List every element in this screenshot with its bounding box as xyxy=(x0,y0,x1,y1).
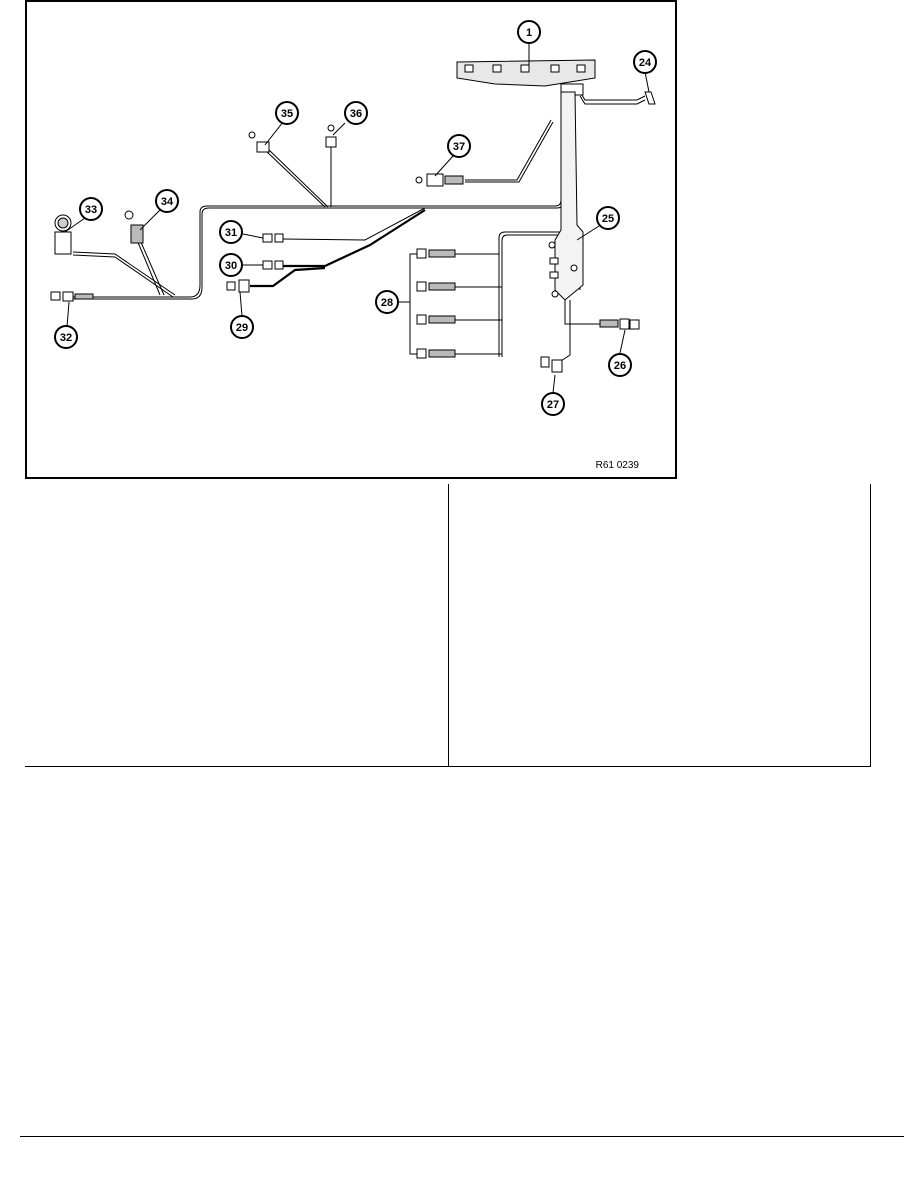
svg-text:36: 36 xyxy=(350,108,362,120)
svg-text:1: 1 xyxy=(526,27,532,39)
cable-duct xyxy=(456,59,596,96)
wiring-harness-diagram: 1 24 25 26 27 28 29 30 31 32 33 34 35 36… xyxy=(25,0,677,479)
callout-30: 30 xyxy=(219,253,243,277)
callout-29: 29 xyxy=(230,315,254,339)
vertical-duct xyxy=(548,91,584,301)
svg-text:28: 28 xyxy=(381,297,393,309)
connectors xyxy=(50,91,656,373)
svg-text:37: 37 xyxy=(453,141,465,153)
svg-text:24: 24 xyxy=(639,57,652,69)
callout-36: 36 xyxy=(344,101,368,125)
table-right-border xyxy=(870,484,871,766)
leader-lines xyxy=(64,43,650,394)
callout-1: 1 xyxy=(517,20,541,44)
svg-text:33: 33 xyxy=(85,204,97,216)
callout-33: 33 xyxy=(79,197,103,221)
svg-text:29: 29 xyxy=(236,322,248,334)
callout-26: 26 xyxy=(608,353,632,377)
callout-25: 25 xyxy=(596,206,620,230)
table-column-divider xyxy=(448,484,449,766)
svg-text:35: 35 xyxy=(281,108,293,120)
callout-37: 37 xyxy=(447,134,471,158)
callout-24: 24 xyxy=(633,50,657,74)
callout-27: 27 xyxy=(541,392,565,416)
callout-31: 31 xyxy=(219,220,243,244)
svg-text:25: 25 xyxy=(602,213,614,225)
callout-32: 32 xyxy=(54,325,78,349)
svg-text:34: 34 xyxy=(161,196,174,208)
svg-text:31: 31 xyxy=(225,227,237,239)
callout-28: 28 xyxy=(375,290,399,314)
svg-text:30: 30 xyxy=(225,260,237,272)
group-bracket-28 xyxy=(409,253,417,355)
figure-reference-code: R61 0239 xyxy=(596,460,640,471)
footer-rule xyxy=(20,1136,904,1137)
svg-text:32: 32 xyxy=(60,332,72,344)
harness-wires xyxy=(65,90,646,366)
figure-frame xyxy=(25,0,677,479)
callout-34: 34 xyxy=(155,189,179,213)
table-bottom-rule xyxy=(25,766,871,767)
svg-text:27: 27 xyxy=(547,399,559,411)
callouts: 1 24 25 26 27 28 29 30 31 32 33 34 35 36… xyxy=(54,20,657,416)
callout-35: 35 xyxy=(275,101,299,125)
svg-text:26: 26 xyxy=(614,360,626,372)
